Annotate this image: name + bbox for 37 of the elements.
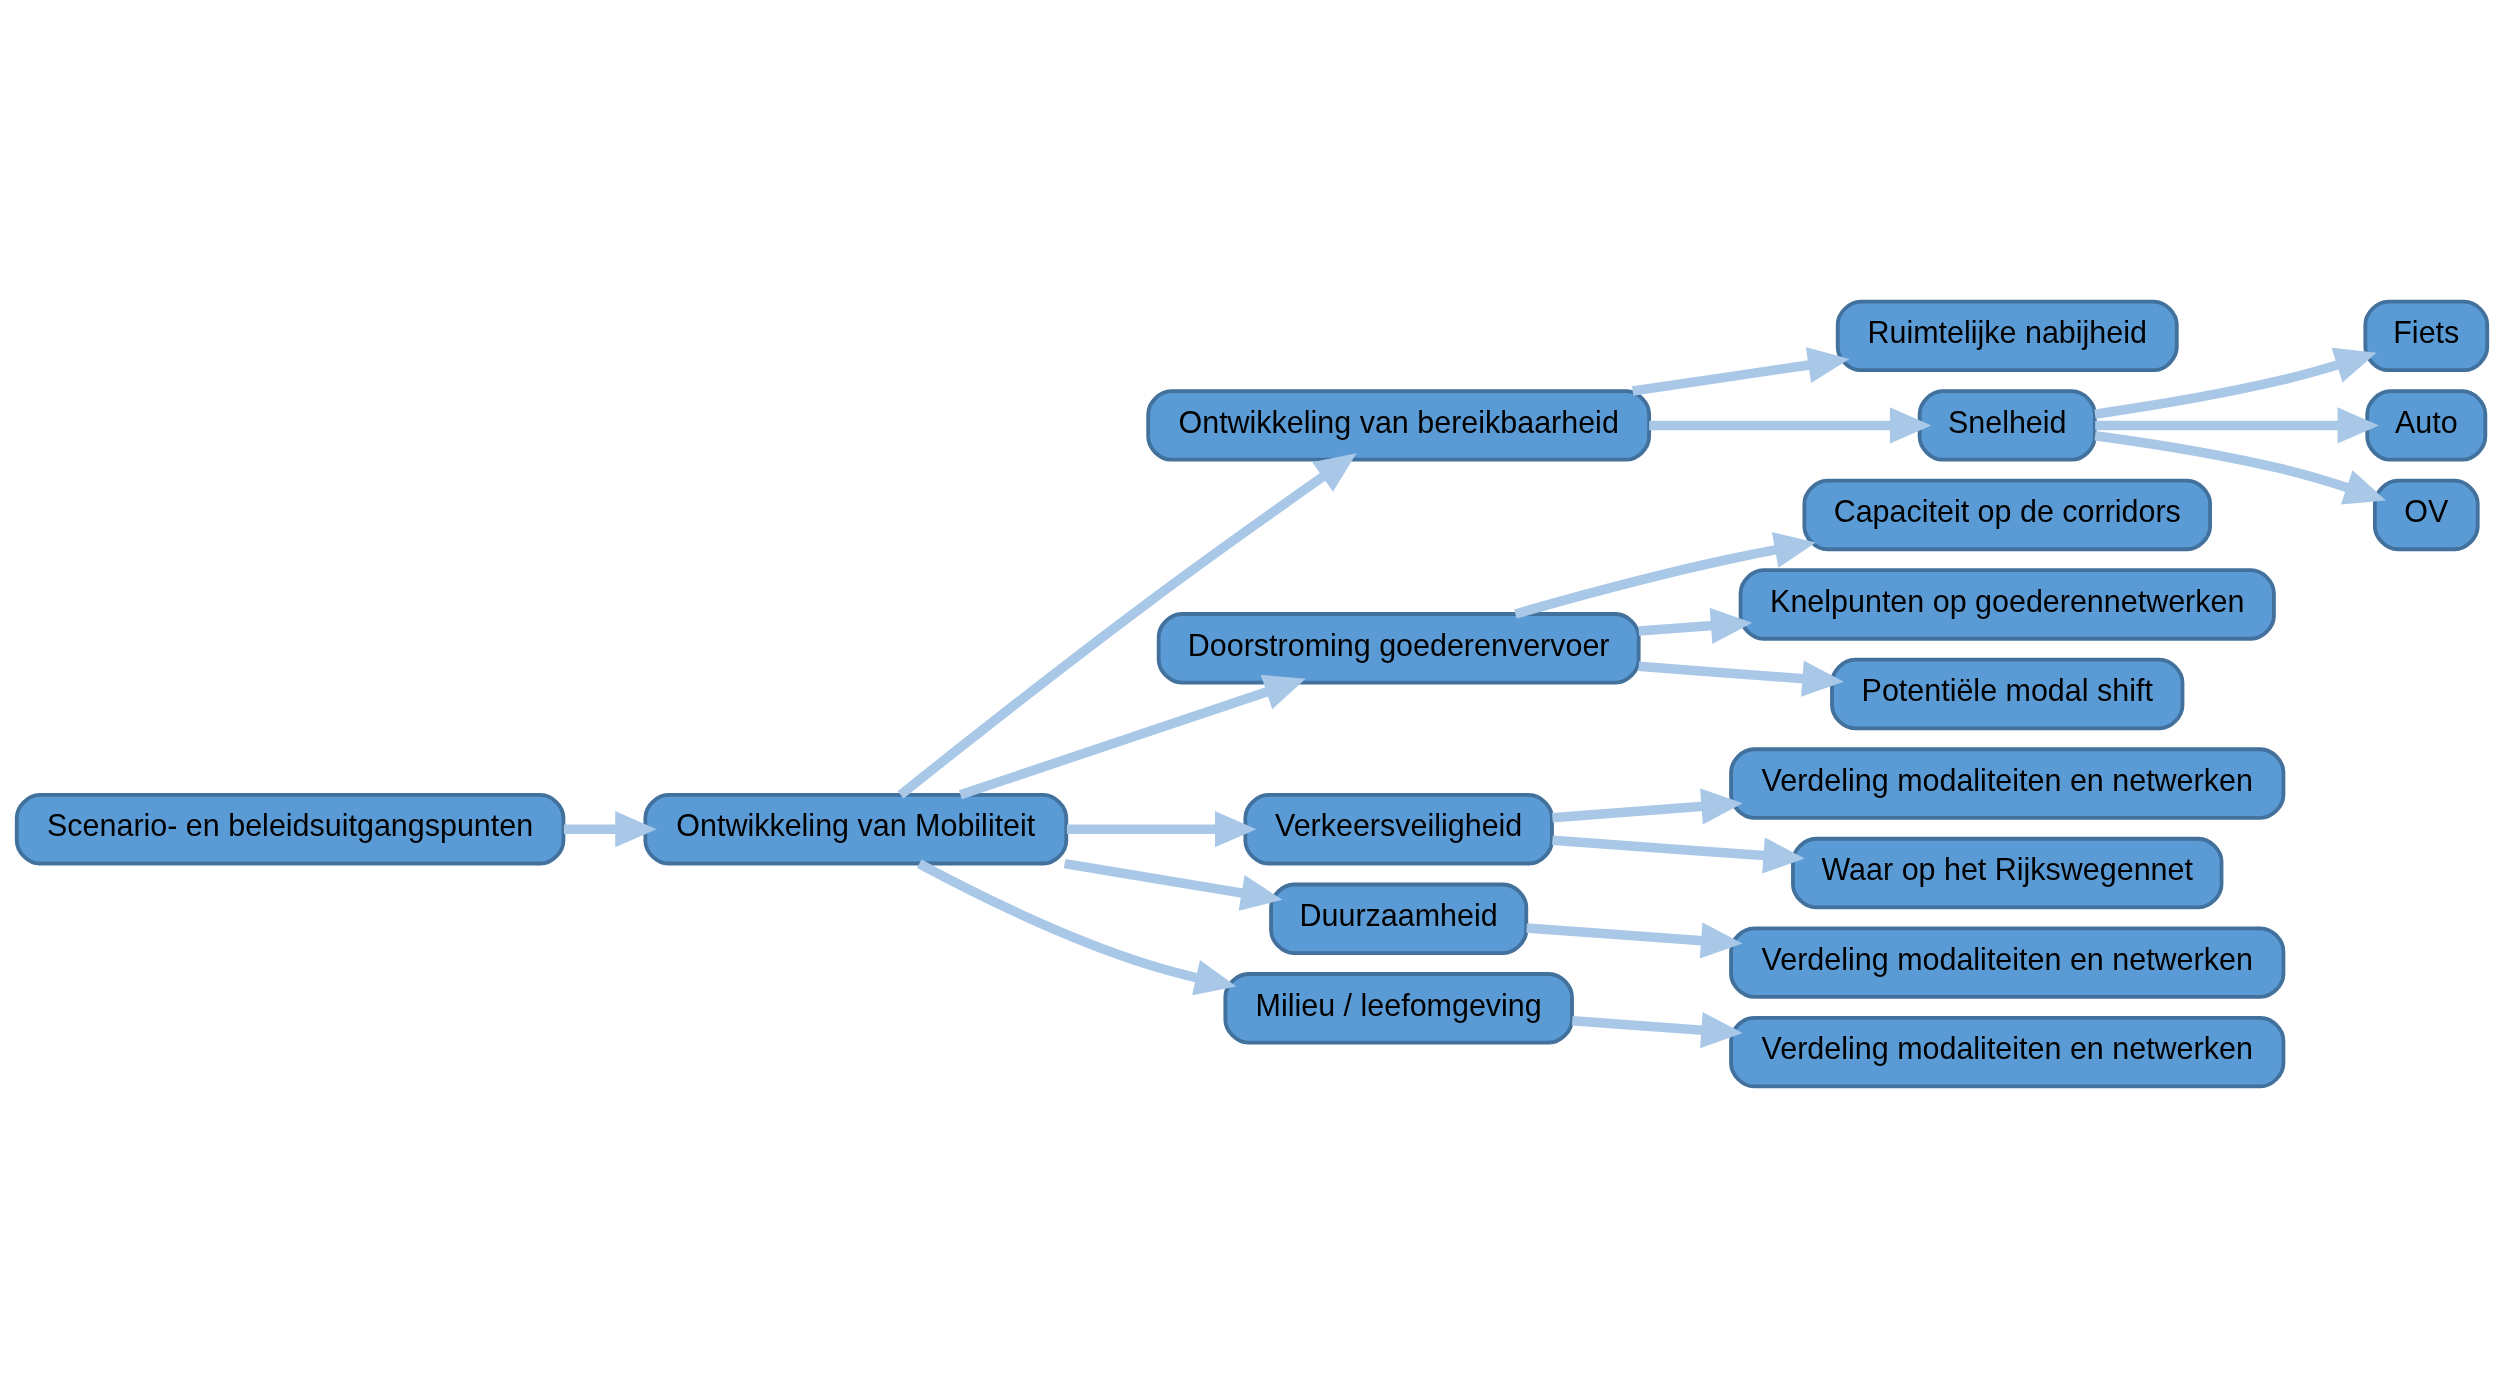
arrow [917,858,1237,995]
node-box: Fiets [2363,299,2490,372]
node-box: Scenario- en beleidsuitgangspunten [14,792,566,865]
arrow [1526,921,1743,959]
node-box: Doorstroming goederenvervoer [1156,611,1641,684]
arrow [1638,607,1753,644]
arrow [2094,430,2386,504]
node-box: Auto [2365,388,2488,462]
arrow [2095,406,2379,444]
arrow [1063,858,1283,911]
node-box: Duurzaamheid [1269,882,1529,955]
arrow [2094,347,2377,419]
node-box: Verkeersveiligheid [1243,792,1554,865]
arrow [1552,787,1743,825]
node-box: Ontwikkeling van Mobiliteit [643,792,1069,865]
node-box: Snelheid [1917,388,2097,462]
node-box: Potentiële modal shift [1830,657,2185,730]
arrow [1514,531,1816,619]
arrow [1631,346,1850,396]
arrow [1552,835,1805,874]
arrow [958,674,1306,799]
node-box: Ruimtelijke nabijheid [1835,299,2179,372]
node-box: Verdeling modaliteiten en netwerken [1729,746,2286,820]
node-box: Verdeling modaliteiten en netwerken [1729,925,2286,999]
arrow [563,810,657,847]
arrow [1638,660,1844,697]
arrow [1649,406,1932,444]
arrow [1571,1011,1743,1048]
arrow [897,452,1357,799]
node-box: Capaciteit op de corridors [1802,478,2212,551]
node-box: OV [2372,478,2480,551]
node-box: Knelpunten op goederennetwerken [1738,567,2276,641]
node-box: Ontwikkeling van bereikbaarheid [1146,388,1652,462]
arrow [1066,810,1257,847]
node-box: Milieu / leefomgeving [1223,971,1574,1044]
node-box: Verdeling modaliteiten en netwerken [1729,1015,2286,1088]
node-box: Waar op het Rijkswegennet [1791,836,2224,909]
